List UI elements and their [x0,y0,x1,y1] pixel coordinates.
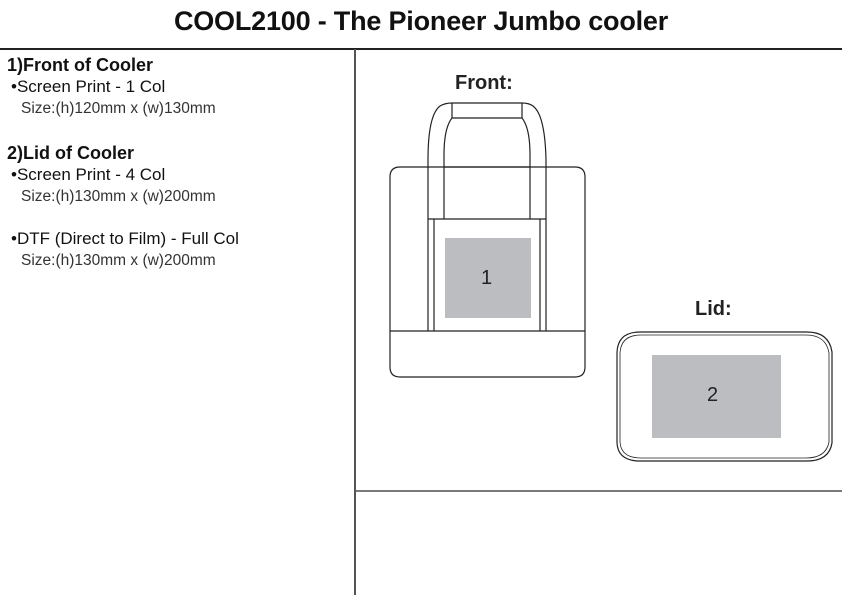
panel-divider [356,490,842,492]
print-area-1-number: 1 [481,267,493,289]
print-area-1 [445,238,531,318]
section-heading-lid: 2)Lid of Cooler [7,143,134,163]
method-lid-dtf: •DTF (Direct to Film) - Full Col [11,229,239,248]
lid-view-label: Lid: [695,298,732,320]
handle-inner [443,117,531,219]
column-divider [354,49,356,595]
lid-outline [616,331,833,462]
size-lid-screen-print: Size:(h)130mm x (w)200mm [21,188,216,205]
print-area-2-number: 2 [707,384,719,406]
page-title: COOL2100 - The Pioneer Jumbo cooler [173,6,669,36]
size-lid-dtf: Size:(h)130mm x (w)200mm [21,252,216,269]
front-cooler-outline [389,102,586,378]
size-front-screen-print: Size:(h)120mm x (w)130mm [21,100,216,117]
header-divider [0,48,842,50]
handle-outer [427,102,547,219]
cooler-body [389,166,586,378]
method-front-screen-print: •Screen Print - 1 Col [11,77,166,96]
section-heading-front: 1)Front of Cooler [7,55,153,75]
method-lid-screen-print: •Screen Print - 4 Col [11,165,166,184]
front-view-label: Front: [455,72,513,94]
print-specs: 1)Front of Cooler •Screen Print - 1 Col … [7,54,347,272]
print-area-2 [652,355,781,438]
